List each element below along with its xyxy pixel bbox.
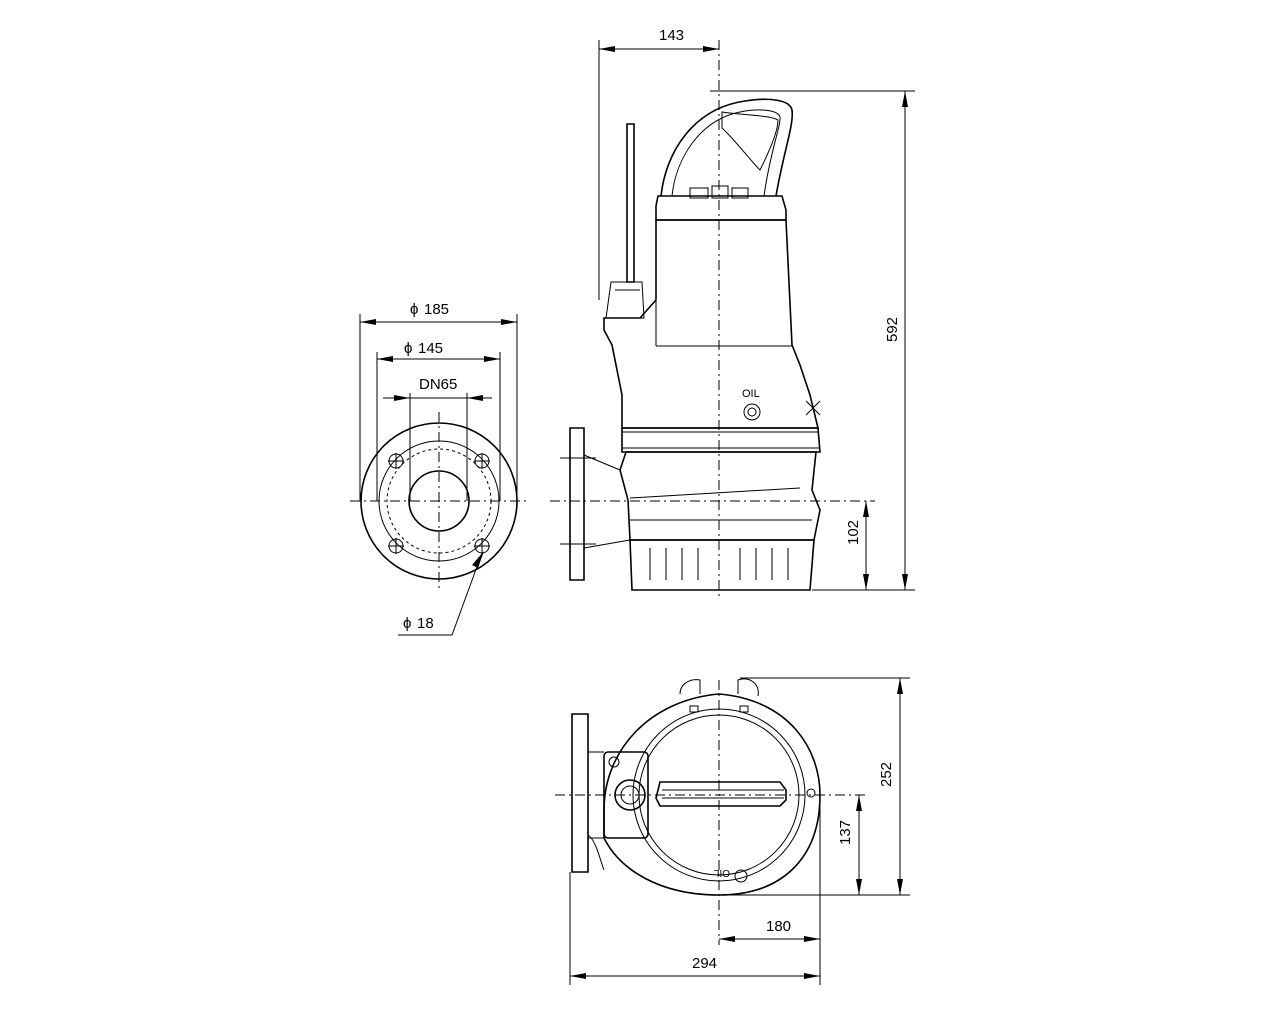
hole-dia-label: 18 [417, 615, 434, 632]
dimension-width-to-axis: 143 [598, 27, 719, 300]
strainer-base [629, 539, 815, 591]
oil-plug [743, 403, 761, 421]
dimension-outlet-height: 102 [845, 501, 869, 590]
outlet-flange [569, 427, 585, 581]
depth-label: 252 [878, 762, 895, 787]
flange-seal-circle [386, 448, 492, 554]
diameter-symbol: ϕ [404, 340, 412, 357]
dimension-total-length: 294 [569, 872, 820, 985]
outer-dia-label: 185 [424, 301, 449, 318]
diameter-symbol: ϕ [410, 301, 418, 318]
total-length-label: 294 [692, 955, 717, 972]
pump-housing [619, 451, 821, 541]
outlet-port [614, 779, 646, 811]
side-view: OIL 143 [550, 27, 915, 600]
diameter-symbol: ϕ [403, 615, 411, 632]
width-to-axis-label: 143 [659, 27, 684, 44]
motor-housing [603, 219, 820, 429]
outlet-offset-label: 137 [837, 820, 854, 845]
lifting-handle [660, 98, 794, 197]
top-outlet-flange [571, 713, 589, 873]
dimension-nominal: DN65 [383, 376, 492, 501]
dimension-outlet-offset: 137 [837, 795, 862, 895]
oil-plug-label-top: OIL [713, 867, 730, 878]
oil-plug-label: OIL [742, 388, 760, 400]
clamp-ring [621, 427, 821, 453]
flange-bolt-holes [388, 453, 490, 554]
dimension-axis-to-back: 180 [719, 795, 821, 985]
top-housing-outline [603, 693, 821, 896]
flange-bolt-circle [378, 440, 500, 562]
dimension-outer-dia: ϕ 185 [359, 301, 518, 501]
top-handle [655, 781, 787, 807]
axis-to-back-label: 180 [766, 918, 791, 935]
motor-top-cap [655, 195, 787, 221]
flange-view: ϕ 185 ϕ 145 DN65 ϕ 18 [350, 301, 528, 636]
nominal-label: DN65 [419, 376, 457, 393]
top-inner-circle [632, 708, 806, 882]
dimension-total-height: 592 [710, 90, 915, 591]
cable-entry [626, 123, 635, 283]
bolt-circle-label: 145 [418, 340, 443, 357]
outlet-height-label: 102 [845, 520, 862, 545]
dimension-hole-dia: ϕ 18 [398, 551, 484, 636]
dimension-depth: 252 [719, 677, 910, 896]
oil-plug-top [734, 869, 748, 883]
top-view: OIL 252 137 180 [555, 677, 910, 985]
flange-bore-circle [408, 470, 470, 532]
total-height-label: 592 [884, 317, 901, 342]
dimension-bolt-circle: ϕ 145 [376, 340, 501, 501]
outlet-boss [603, 751, 649, 839]
